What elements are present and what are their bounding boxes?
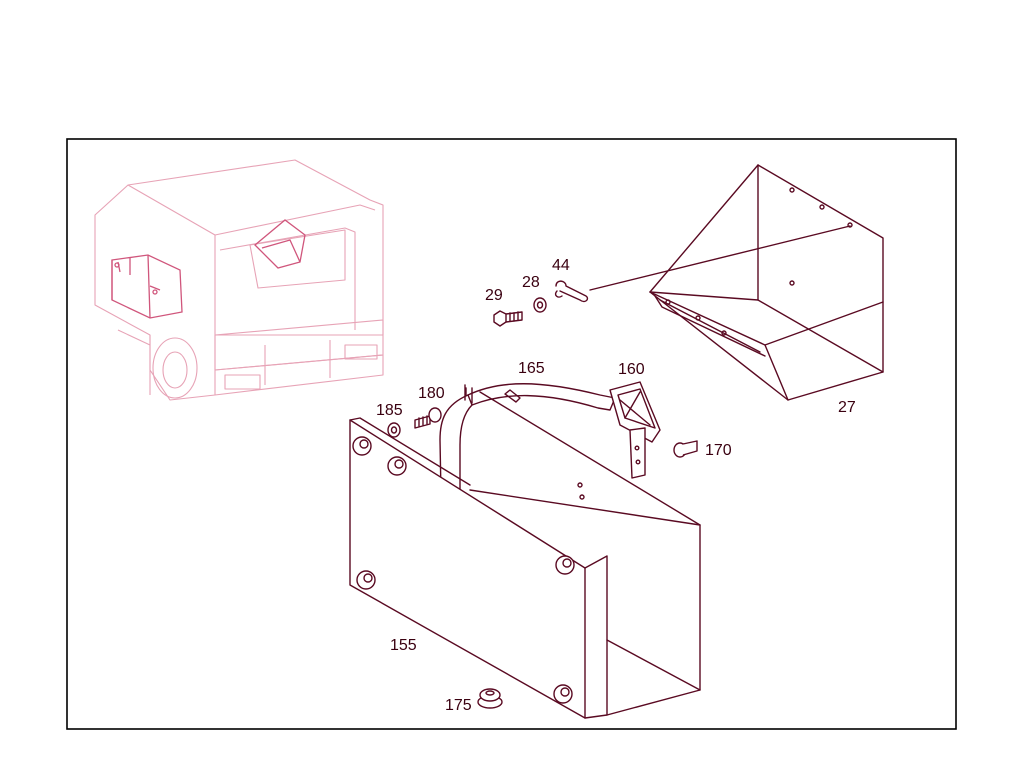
part-label-160: 160 xyxy=(618,361,645,378)
part-28-washer-drawing xyxy=(533,297,547,313)
part-label-155: 155 xyxy=(390,637,417,654)
part-170-pin-drawing xyxy=(673,440,698,458)
part-160-latch-drawing xyxy=(609,381,661,479)
part-175-grommet-drawing xyxy=(477,688,503,709)
part-label-170: 170 xyxy=(705,442,732,459)
part-label-27: 27 xyxy=(838,399,856,416)
vehicle-context-illustration xyxy=(94,159,384,401)
part-label-165: 165 xyxy=(518,360,545,377)
part-label-44: 44 xyxy=(552,257,570,274)
diagram-frame xyxy=(66,138,957,730)
part-label-175: 175 xyxy=(445,697,472,714)
part-label-28: 28 xyxy=(522,274,540,291)
part-27-bucket-drawing xyxy=(589,164,884,401)
part-label-180: 180 xyxy=(418,385,445,402)
part-label-185: 185 xyxy=(376,402,403,419)
part-29-bolt-drawing xyxy=(493,310,523,327)
part-label-29: 29 xyxy=(485,287,503,304)
part-155-box-drawing xyxy=(349,387,701,719)
part-44-clip-drawing xyxy=(554,280,589,303)
part-180-bolt-drawing xyxy=(414,407,442,429)
part-185-washer-drawing xyxy=(387,422,401,438)
